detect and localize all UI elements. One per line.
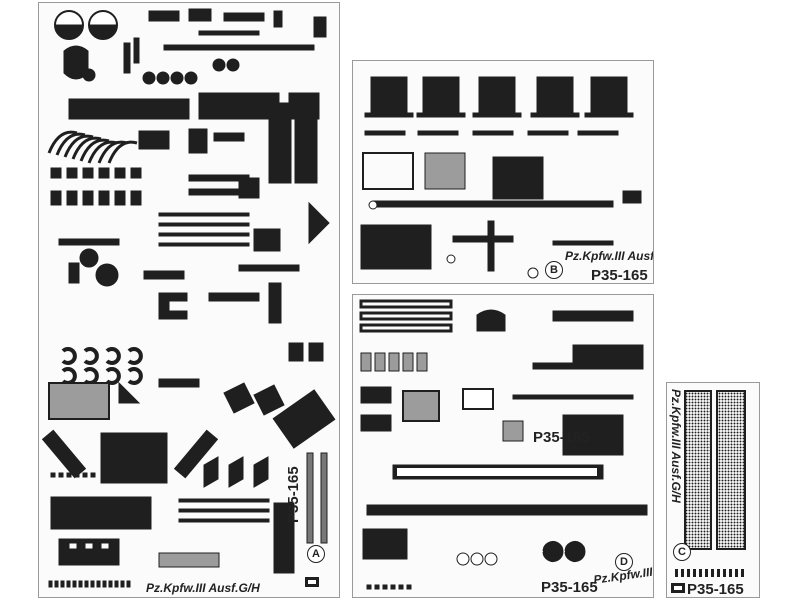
fret-c-parts bbox=[675, 390, 746, 577]
fret-a-model: Pz.Kpfw.III Ausf.G/H bbox=[146, 581, 260, 595]
fret-d: D P35-165 Pz.Kpfw.III Ausf.G/H P35-165 bbox=[352, 294, 654, 598]
fret-a-code: P35-165 bbox=[285, 466, 302, 523]
fret-d-parts bbox=[359, 299, 648, 590]
fret-c-letter: C bbox=[673, 543, 691, 561]
fret-d-code-2: P35-165 bbox=[541, 579, 598, 596]
fret-d-letter: D bbox=[615, 553, 633, 571]
fret-c-code: P35-165 bbox=[687, 581, 744, 598]
fret-c: C Pz.Kpfw.III Ausf.G/H P35-165 bbox=[666, 382, 760, 598]
fret-b-parts bbox=[360, 76, 642, 279]
fret-c-model: Pz.Kpfw.III Ausf.G/H bbox=[669, 389, 683, 503]
fret-a-logo bbox=[305, 577, 319, 587]
fret-a-parts bbox=[41, 8, 336, 588]
fret-b-code: P35-165 bbox=[591, 267, 648, 284]
fret-a-letter: A bbox=[307, 545, 325, 563]
fret-b: B Pz.Kpfw.III Ausf.G/H P35-165 bbox=[352, 60, 654, 284]
fret-b-model: Pz.Kpfw.III Ausf.G/H bbox=[565, 249, 654, 263]
fret-d-code: P35-165 bbox=[533, 429, 590, 446]
fret-b-letter: B bbox=[545, 261, 563, 279]
fret-c-logo bbox=[671, 583, 685, 593]
fret-a: A P35-165 Pz.Kpfw.III Ausf.G/H bbox=[38, 2, 340, 598]
